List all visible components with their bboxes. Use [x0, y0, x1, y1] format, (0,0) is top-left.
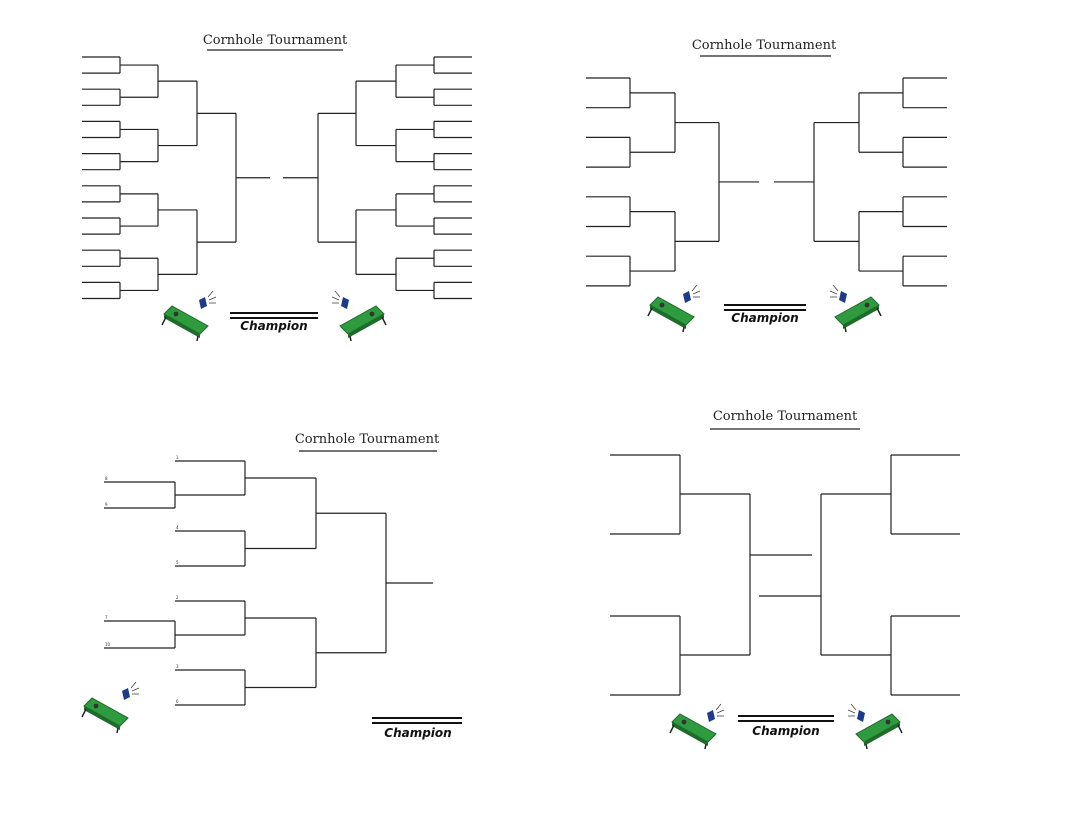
bean-bag-icon — [706, 703, 725, 723]
cornhole-board-icon — [647, 296, 695, 333]
bean-bag-icon — [847, 703, 866, 723]
bracket-lines — [82, 56, 472, 300]
champion-box: Champion — [230, 312, 318, 333]
bean-bag-icon — [331, 290, 350, 310]
cornhole-board-icon — [81, 697, 129, 734]
seed-number: 4 — [176, 525, 179, 530]
bracket-lines — [610, 454, 960, 696]
bracket-title: Cornhole Tournament — [295, 432, 440, 447]
bracket-lines — [586, 77, 947, 287]
cornhole-board-icon — [161, 305, 209, 342]
champion-label: Champion — [240, 319, 307, 333]
cornhole-board-icon — [339, 305, 387, 342]
bracket-title: Cornhole Tournament — [203, 33, 348, 48]
bracket-title: Cornhole Tournament — [692, 38, 837, 53]
champion-box: Champion — [738, 715, 834, 738]
champion-label: Champion — [752, 724, 819, 738]
bracket-32: Cornhole Tournament Champion — [82, 33, 472, 342]
seed-number: 3 — [176, 664, 179, 669]
bean-bag-icon — [829, 284, 848, 304]
seed-number: 8 — [105, 476, 108, 481]
seed-number: 10 — [105, 642, 111, 647]
seed-number: 7 — [105, 615, 108, 620]
seed-labels: 1 8 9 4 5 2 7 10 3 6 — [105, 455, 179, 704]
seed-number: 5 — [176, 560, 179, 565]
bracket-lines — [104, 460, 433, 706]
seed-number: 1 — [176, 455, 179, 460]
cornhole-board-icon — [834, 296, 882, 333]
champion-label: Champion — [384, 726, 451, 740]
bean-bag-icon — [121, 681, 140, 701]
champion-label: Champion — [731, 311, 798, 325]
bracket-title: Cornhole Tournament — [713, 409, 858, 424]
champion-box: Champion — [372, 717, 462, 740]
seed-number: 6 — [176, 699, 179, 704]
bean-bag-icon — [198, 290, 217, 310]
bracket-10: Cornhole Tournament 1 8 9 4 5 2 7 10 3 6 Champion — [81, 432, 462, 740]
champion-box: Champion — [724, 304, 806, 325]
seed-number: 9 — [105, 502, 108, 507]
seed-number: 2 — [176, 595, 179, 600]
bean-bag-icon — [682, 284, 701, 304]
bracket-8: Cornhole Tournament Champion — [610, 409, 960, 750]
bracket-16: Cornhole Tournament Champion — [586, 38, 947, 333]
